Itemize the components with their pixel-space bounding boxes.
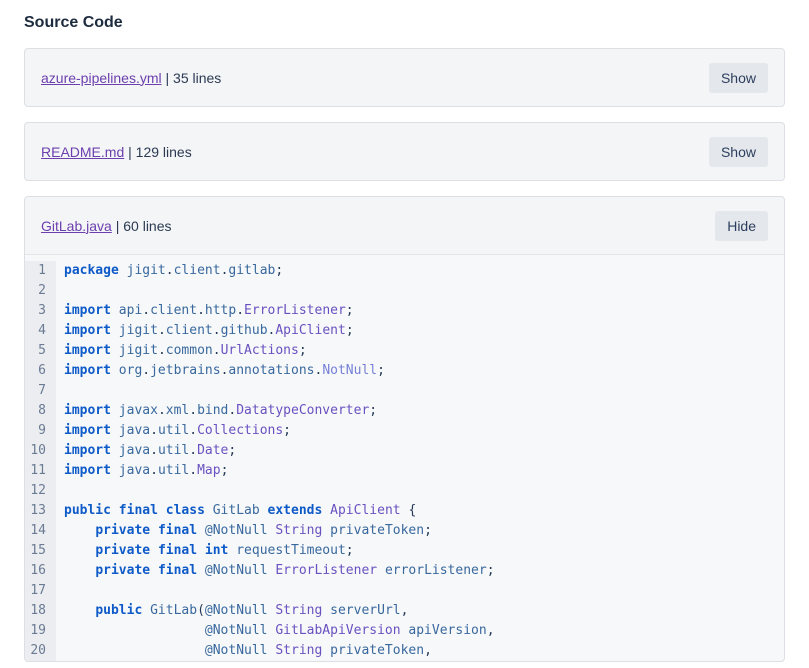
line-number: 1 — [25, 261, 56, 281]
line-number: 17 — [25, 581, 56, 601]
line-number: 11 — [25, 461, 56, 481]
code-line-content: import java.util.Collections; — [64, 423, 291, 438]
line-number: 5 — [25, 341, 56, 361]
line-number: 6 — [25, 361, 56, 381]
file-title: GitLab.java | 60 lines — [41, 218, 172, 234]
file-panel-header: README.md | 129 lines Show — [25, 123, 784, 180]
file-link-readme[interactable]: README.md — [41, 143, 125, 160]
code-line-content — [56, 281, 784, 301]
line-number: 14 — [25, 521, 56, 541]
line-number: 2 — [25, 281, 56, 301]
code-line-content: import java.util.Map; — [64, 463, 229, 478]
code-line-content: import java.util.Date; — [64, 443, 237, 458]
file-panel-header: azure-pipelines.yml | 35 lines Show — [25, 49, 784, 106]
code-line: 16 private final @NotNull ErrorListener … — [25, 561, 784, 581]
code-line: 2 — [25, 281, 784, 301]
code-line: 15 private final int requestTimeout; — [25, 541, 784, 561]
code-line: 13 public final class GitLab extends ApiC… — [25, 501, 784, 521]
code-line: 18 public GitLab(@NotNull String serverU… — [25, 601, 784, 621]
code-line: 8 import javax.xml.bind.DatatypeConverter… — [25, 401, 784, 421]
file-link-azure-pipelines[interactable]: azure-pipelines.yml — [41, 69, 162, 86]
code-line: 10 import java.util.Date; — [25, 441, 784, 461]
hide-button-gitlab-java[interactable]: Hide — [715, 210, 768, 241]
line-number: 7 — [25, 381, 56, 401]
code-line: 9 import java.util.Collections; — [25, 421, 784, 441]
line-number: 19 — [25, 621, 56, 641]
code-line-content: @NotNull String privateToken, — [204, 643, 432, 658]
code-line: 5 import jigit.common.UrlActions; — [25, 341, 784, 361]
line-number: 3 — [25, 301, 56, 321]
code-line-content: private final @NotNull String privateTok… — [95, 523, 432, 538]
code-line: 4 import jigit.client.github.ApiClient; — [25, 321, 784, 341]
line-number: 13 — [25, 501, 56, 521]
code-line-content: import api.client.http.ErrorListener; — [64, 303, 354, 318]
code-line: 17 — [25, 581, 784, 601]
separator: | — [128, 143, 132, 160]
code-line: 14 private final @NotNull String private… — [25, 521, 784, 541]
file-title: azure-pipelines.yml | 35 lines — [41, 70, 221, 86]
code-line-content: private final @NotNull ErrorListener err… — [95, 563, 495, 578]
line-number: 10 — [25, 441, 56, 461]
file-panel-azure-pipelines: azure-pipelines.yml | 35 lines Show — [24, 48, 785, 107]
line-number: 8 — [25, 401, 56, 421]
code-line-content — [56, 381, 784, 401]
line-number: 18 — [25, 601, 56, 621]
file-line-count: 60 lines — [123, 217, 172, 234]
line-number: 12 — [25, 481, 56, 501]
code-line-content: import jigit.client.github.ApiClient; — [64, 323, 354, 338]
show-button-azure-pipelines[interactable]: Show — [708, 62, 768, 93]
code-line-content — [56, 481, 784, 501]
code-line-content: @NotNull GitLabApiVersion apiVersion, — [204, 623, 495, 638]
code-line: 3 import api.client.http.ErrorListener; — [25, 301, 784, 321]
separator: | — [165, 69, 170, 86]
line-number: 16 — [25, 561, 56, 581]
code-line-content — [56, 581, 784, 601]
file-link-gitlab-java[interactable]: GitLab.java — [41, 217, 112, 234]
code-line-content: import javax.xml.bind.DatatypeConverter; — [64, 403, 378, 418]
code-line: 1 package jigit.client.gitlab; — [25, 261, 784, 281]
code-line-content: public GitLab(@NotNull String serverUrl, — [95, 603, 409, 618]
code-line-content: public final class GitLab extends ApiCli… — [64, 503, 417, 518]
code-line: 19 @NotNull GitLabApiVersion apiVersion, — [25, 621, 784, 641]
code-line: 11 import java.util.Map; — [25, 461, 784, 481]
file-panel-readme: README.md | 129 lines Show — [24, 122, 785, 181]
line-number: 9 — [25, 421, 56, 441]
file-panel-gitlab-java: GitLab.java | 60 lines Hide 1 package jig… — [24, 196, 785, 662]
code-line-content: import org.jetbrains.annotations.NotNull… — [64, 363, 385, 378]
code-line-content: import jigit.common.UrlActions; — [64, 343, 307, 358]
code-line: 6 import org.jetbrains.annotations.NotNul… — [25, 361, 784, 381]
code-line-content: package jigit.client.gitlab; — [64, 263, 284, 278]
line-number: 15 — [25, 541, 56, 561]
file-line-count: 129 lines — [135, 143, 192, 160]
file-title: README.md | 129 lines — [41, 144, 192, 160]
line-number: 20 — [25, 641, 56, 661]
separator: | — [115, 217, 120, 234]
code-line: 7 — [25, 381, 784, 401]
line-number: 4 — [25, 321, 56, 341]
file-panel-header: GitLab.java | 60 lines Hide — [25, 197, 784, 254]
code-line-content: private final int requestTimeout; — [95, 543, 354, 558]
code-line: 20 @NotNull String privateToken, — [25, 641, 784, 661]
code-line: 12 — [25, 481, 784, 501]
file-line-count: 35 lines — [173, 69, 222, 86]
page-title: Source Code — [24, 14, 123, 31]
show-button-readme[interactable]: Show — [708, 136, 768, 167]
